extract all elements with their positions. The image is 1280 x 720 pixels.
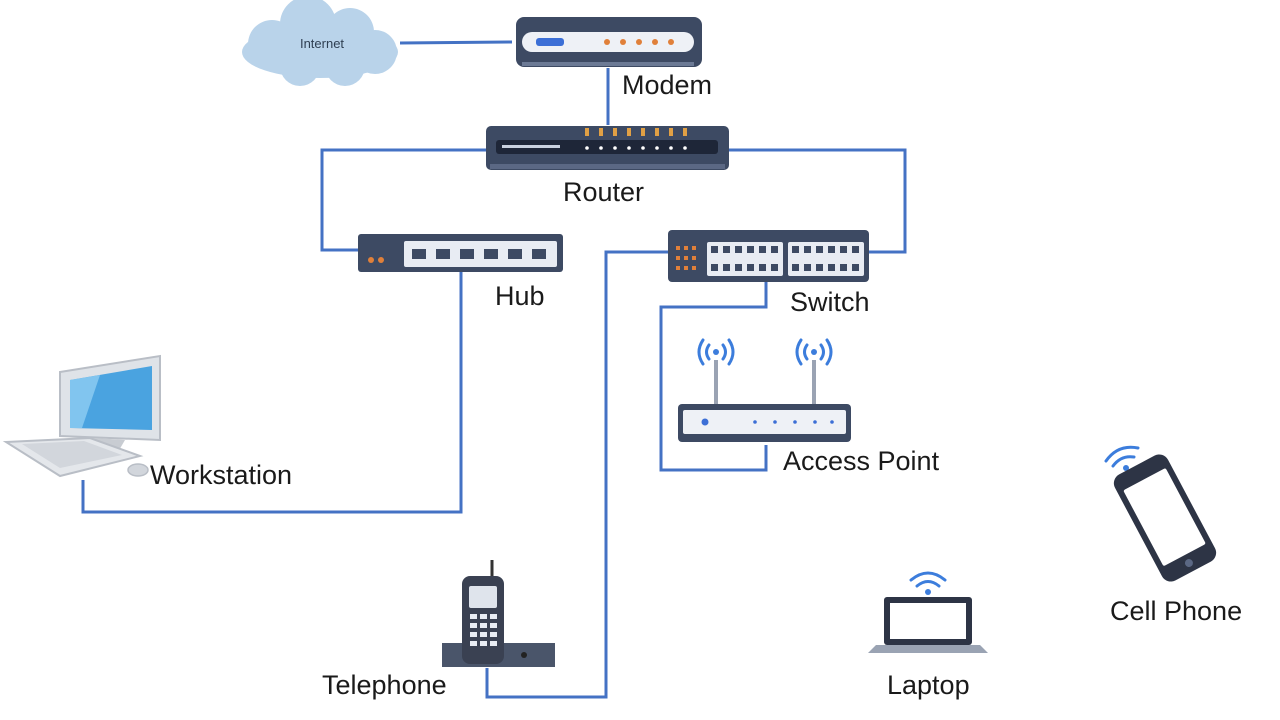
link-internet-modem [399, 40, 513, 45]
switch-icon [668, 230, 869, 282]
connection-lines [81, 40, 907, 699]
cell-phone-icon [1104, 445, 1217, 582]
laptop-icon [868, 571, 988, 653]
wifi-signal-icon [909, 571, 947, 588]
cell-phone-node: Cell Phone [1104, 445, 1242, 626]
modem-label: Modem [622, 70, 712, 100]
link-router-hub [320, 148, 487, 252]
link-hub-workstation [81, 272, 463, 514]
laptop-node: Laptop [868, 571, 988, 700]
hub-label: Hub [495, 281, 545, 311]
switch-label: Switch [790, 287, 870, 317]
hub-icon [358, 234, 563, 272]
router-label: Router [563, 177, 644, 207]
telephone-label: Telephone [322, 670, 447, 700]
workstation-label: Workstation [150, 460, 292, 490]
workstation-node: Workstation [2, 354, 292, 490]
workstation-icon [2, 354, 161, 478]
link-switch-accesspoint [659, 282, 768, 472]
hub-node: Hub [358, 234, 563, 311]
laptop-label: Laptop [887, 670, 970, 700]
switch-node: Switch [668, 230, 870, 317]
cell-phone-label: Cell Phone [1110, 596, 1242, 626]
modem-icon [516, 17, 702, 67]
telephone-node: Telephone [322, 560, 555, 700]
access-point-node: Access Point [678, 338, 940, 476]
router-icon [486, 126, 729, 170]
link-switch-telephone [485, 250, 668, 699]
access-point-icon [678, 338, 851, 442]
modem-node: Modem [516, 17, 712, 100]
cloud-icon [242, 0, 398, 86]
wifi-signal-icon [1104, 445, 1140, 468]
link-router-switch [728, 148, 907, 254]
internet-node: Internet [242, 0, 398, 86]
access-point-label: Access Point [783, 446, 940, 476]
telephone-icon [442, 560, 555, 667]
router-node: Router [486, 126, 729, 207]
wifi-signal-icon [697, 338, 833, 366]
internet-label: Internet [300, 36, 344, 51]
